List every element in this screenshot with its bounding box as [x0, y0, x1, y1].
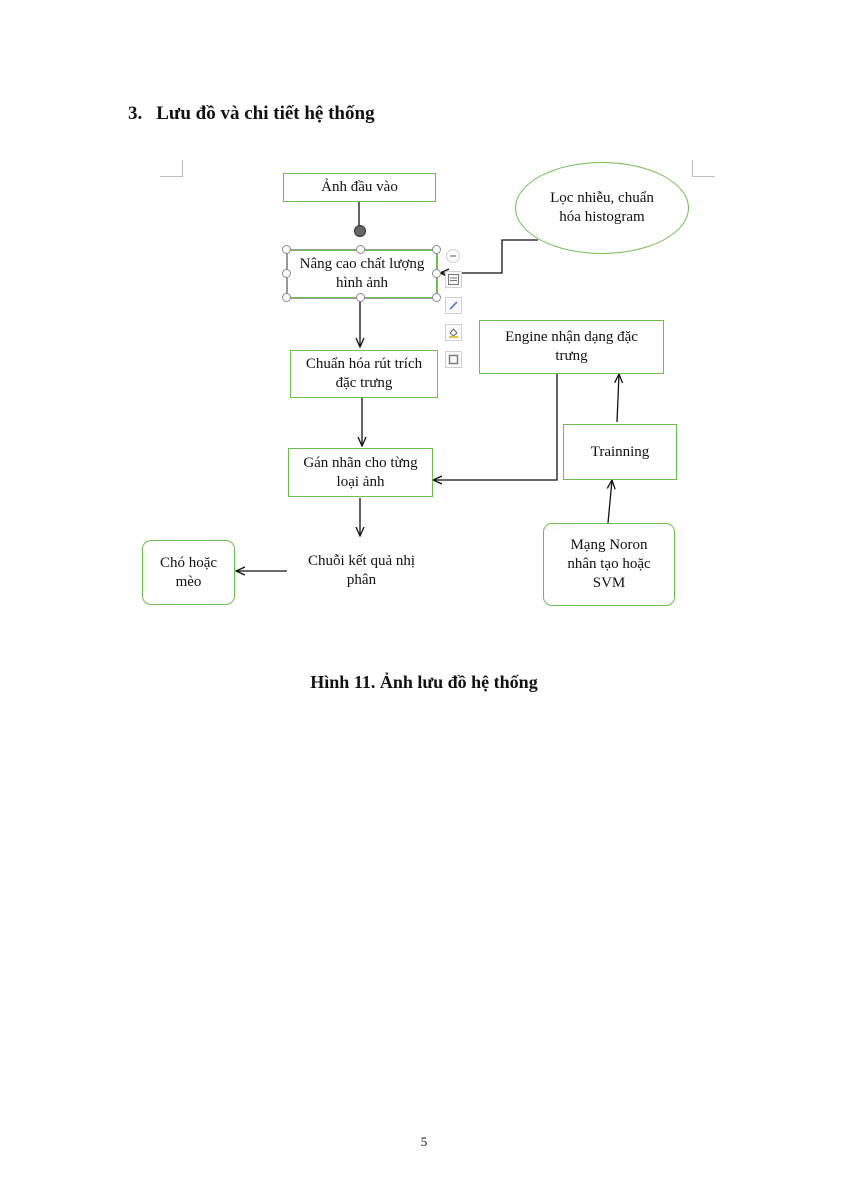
flowchart-connectors [0, 201, 848, 700]
text-binary-result[interactable]: Chuỗi kết quả nhị phân [307, 553, 416, 588]
section-title: Lưu đồ và chi tiết hệ thống [156, 103, 375, 124]
resize-handle-top-left[interactable] [282, 245, 291, 254]
box-labeling[interactable]: Gán nhãn cho từng loại ảnh [288, 448, 433, 497]
pen-icon[interactable] [445, 297, 462, 314]
figure-caption: Hình 11. Ảnh lưu đồ hệ thống [310, 672, 538, 692]
box-dog-or-cat[interactable]: Chó hoặc mèo [142, 540, 235, 605]
resize-handle-bottom[interactable] [356, 293, 365, 302]
outline-icon[interactable] [445, 351, 462, 368]
arrow-training-to-engine [617, 374, 619, 423]
page-number: 5 [420, 1134, 428, 1149]
collapse-icon[interactable] [446, 249, 460, 263]
box-neural-network[interactable]: Mạng Noron nhân tạo hoặc SVM [543, 523, 675, 606]
rotate-handle[interactable] [354, 225, 366, 237]
box-engine[interactable]: Engine nhận dạng đặc trưng [479, 320, 664, 374]
resize-handle-right[interactable] [432, 269, 441, 278]
arrow-engine-to-label [433, 374, 558, 480]
crop-mark-right [692, 160, 715, 177]
arrow-network-to-training [608, 480, 612, 524]
resize-handle-left[interactable] [282, 269, 291, 278]
box-training[interactable]: Trainning [563, 424, 677, 480]
resize-handle-top-right[interactable] [432, 245, 441, 254]
selection-outline [286, 249, 438, 299]
layout-options-icon[interactable] [445, 271, 462, 288]
box-input-image[interactable]: Ảnh đầu vào [283, 173, 436, 202]
arrow-filter-to-enhance [440, 239, 538, 273]
oval-noise-filter[interactable]: Lọc nhiễu, chuẩn hóa histogram [515, 162, 689, 254]
section-heading: 3. Lưu đồ và chi tiết hệ thống [128, 103, 375, 125]
fill-icon[interactable] [445, 324, 462, 341]
resize-handle-bottom-right[interactable] [432, 293, 441, 302]
resize-handle-top[interactable] [356, 245, 365, 254]
box-normalize-extract[interactable]: Chuẩn hóa rút trích đặc trưng [290, 350, 438, 398]
section-number: 3. [128, 103, 143, 124]
crop-mark-left [160, 160, 183, 177]
resize-handle-bottom-left[interactable] [282, 293, 291, 302]
